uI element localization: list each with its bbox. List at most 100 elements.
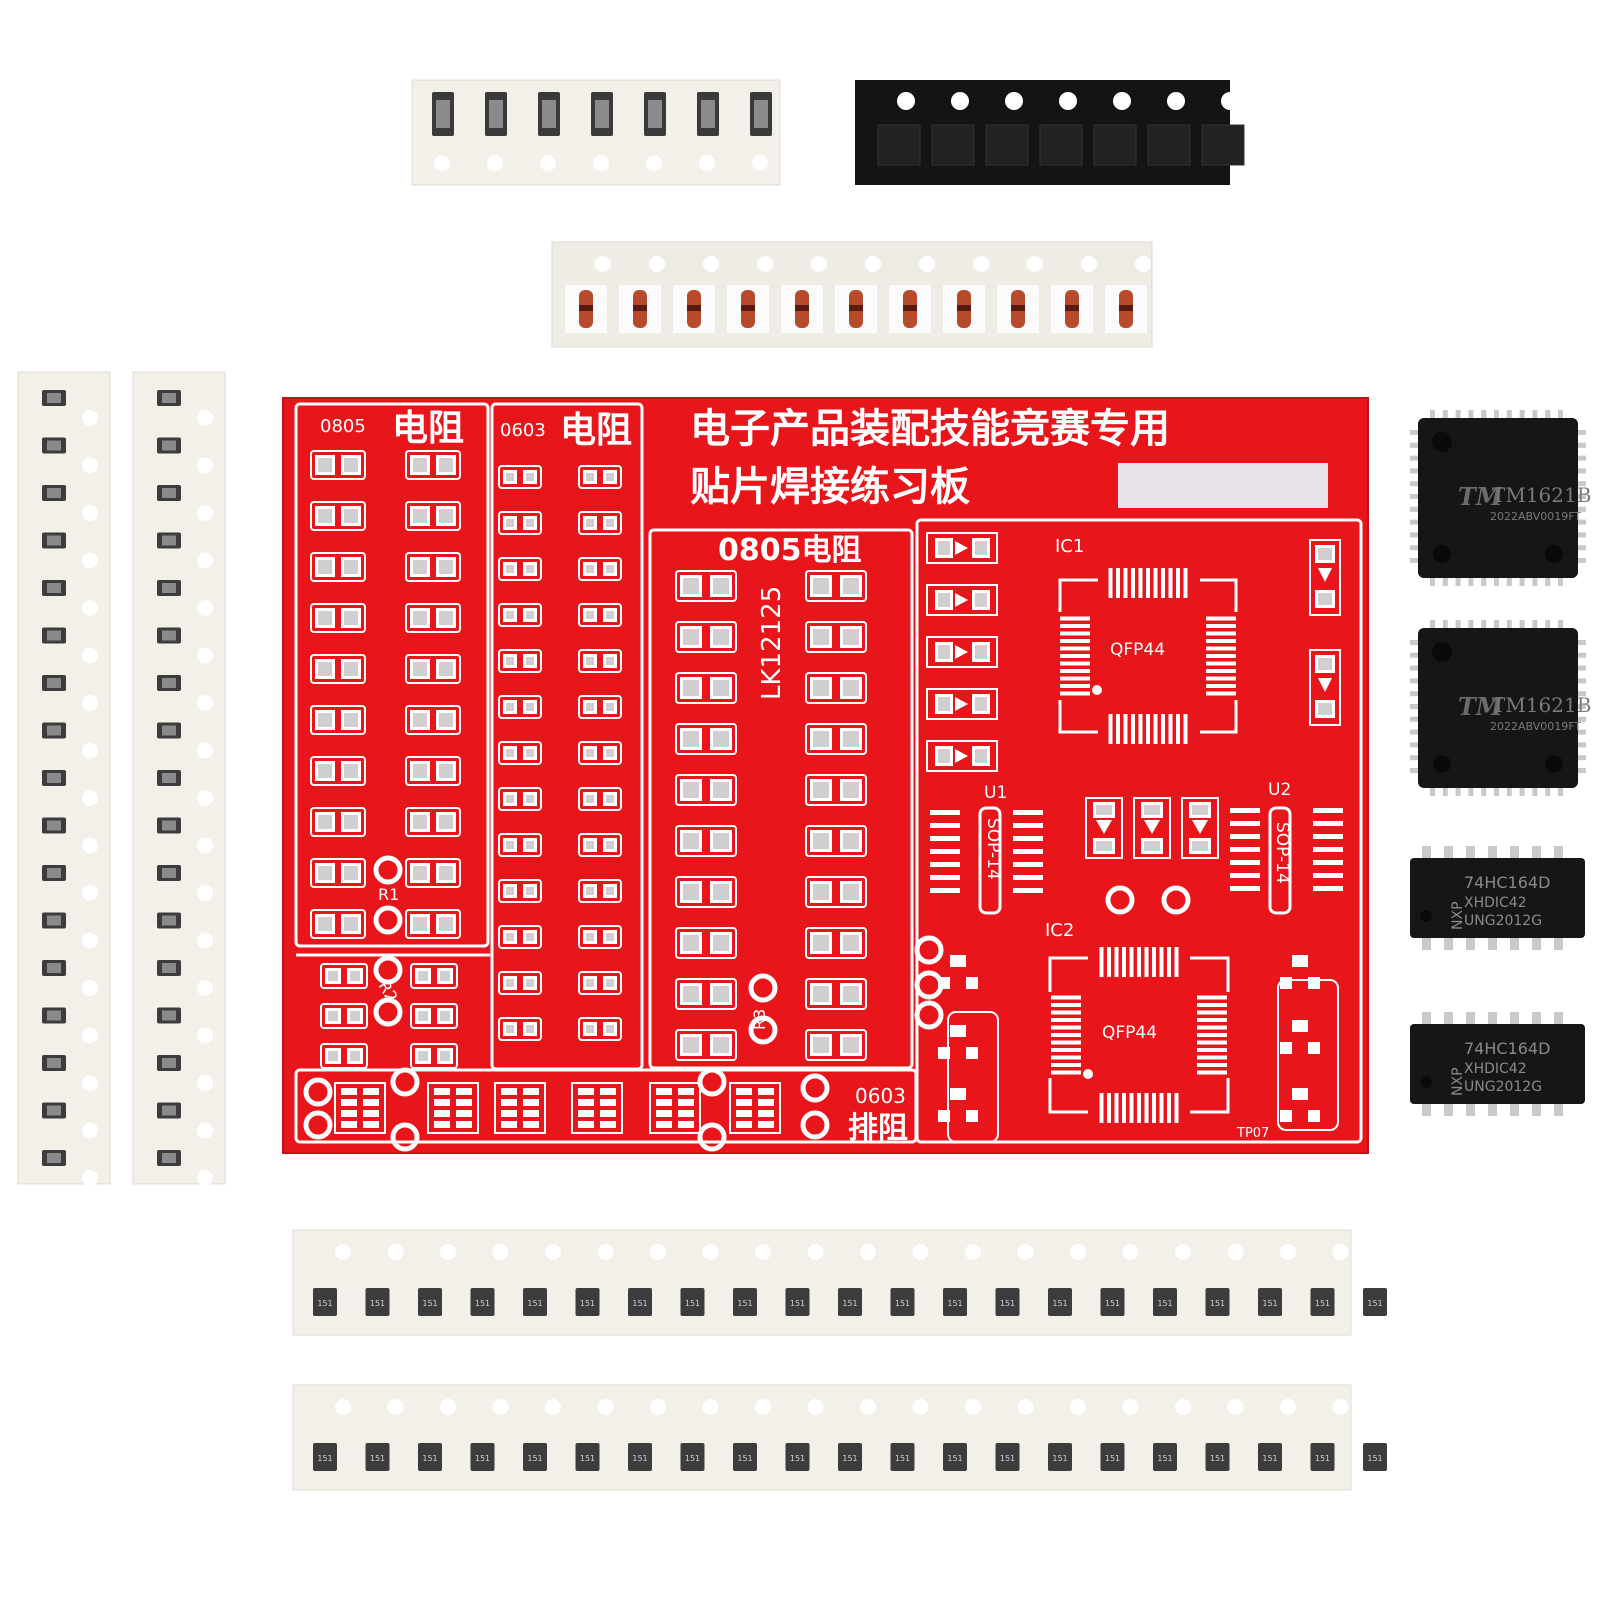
resistor-marking: 151: [1052, 1454, 1067, 1463]
chip-resistor: [418, 1443, 442, 1471]
label-qfp-top: QFP44: [1110, 640, 1165, 660]
chip-resistor: [1363, 1288, 1387, 1316]
sop1-line3: UNG2012G: [1464, 913, 1542, 929]
resistor-marking: 151: [370, 1299, 385, 1308]
chip-resistor: [365, 1288, 390, 1316]
resistor-marking: 151: [1052, 1299, 1067, 1308]
resistor-marking: 151: [790, 1299, 805, 1308]
chip-resistor: [470, 1443, 495, 1471]
chip-resistor: [838, 1288, 862, 1316]
resistor-marking: 151: [475, 1299, 490, 1308]
label-u1: U1: [984, 783, 1007, 803]
label-u2: U2: [1268, 780, 1291, 800]
resistor-marking: 151: [685, 1299, 700, 1308]
qfp1-name: TM1621B: [1492, 483, 1591, 507]
resistor-marking: 151: [632, 1299, 647, 1308]
resistor-marking: 151: [527, 1299, 542, 1308]
chip-resistor: [838, 1443, 862, 1471]
sop2-line2: XHDIC42: [1464, 1061, 1527, 1077]
resistor-marking: 151: [737, 1299, 752, 1308]
section-0805-mid-outline: [648, 528, 914, 1070]
label-0805-left: 0805: [320, 416, 366, 437]
label-0603-bottom: 0603: [855, 1084, 906, 1108]
sop2-line3: UNG2012G: [1464, 1079, 1542, 1095]
transistor-tape: [855, 80, 1245, 185]
resistor-marking: 151: [947, 1454, 962, 1463]
section-ic-outline: [915, 518, 1363, 1144]
label-ic1: IC1: [1055, 536, 1084, 557]
label-part-number: LK12125: [757, 586, 787, 700]
resistor-marking: 151: [790, 1454, 805, 1463]
chip-resistor: [995, 1443, 1020, 1471]
resistor-marking: 151: [947, 1299, 962, 1308]
top-resistor-tape: [411, 79, 781, 186]
resistor-marking: 151: [527, 1454, 542, 1463]
label-0805-left-cn: 电阻: [392, 408, 464, 449]
section-0805-left-outline: [294, 402, 490, 948]
label-array-cn: 排阻: [848, 1111, 908, 1146]
chip-resistor: [470, 1288, 495, 1316]
chip-resistor: [418, 1288, 442, 1316]
resistor-marking: 151: [1000, 1454, 1015, 1463]
resistor-marking: 151: [1262, 1454, 1277, 1463]
chip-resistor: [1258, 1443, 1282, 1471]
resistor-marking: 151: [1315, 1454, 1330, 1463]
chip-resistor: [1048, 1443, 1072, 1471]
chip-resistor: [680, 1443, 705, 1471]
chip-resistor: [995, 1288, 1020, 1316]
chip-resistor: [733, 1288, 757, 1316]
label-0603: 0603: [500, 420, 546, 441]
chip-resistor: [1310, 1288, 1335, 1316]
pcb-board: 电子产品装配技能竞赛专用 贴片焊接练习板 0805 电阻 0603 电阻 080…: [282, 397, 1369, 1154]
resistor-marking: 151: [422, 1454, 437, 1463]
left-resistor-tape-2: [132, 371, 226, 1186]
qfp-chip-1: [1410, 410, 1586, 586]
chip-resistor: [890, 1288, 915, 1316]
chip-resistor: [890, 1443, 915, 1471]
chip-resistor: [1153, 1443, 1177, 1471]
chip-resistor: [943, 1443, 967, 1471]
diode-tape: [551, 241, 1153, 348]
resistor-marking: 151: [1105, 1299, 1120, 1308]
resistor-marking: 151: [1157, 1299, 1172, 1308]
resistor-marking: 151: [422, 1299, 437, 1308]
chip-resistor: [943, 1288, 967, 1316]
chip-resistor: [313, 1443, 337, 1471]
chip-resistor: [1048, 1288, 1072, 1316]
resistor-marking: 151: [895, 1454, 910, 1463]
bottom-resistor-tape-2: 151 151 151 151 151 151 151 151 151 151 151 151 151 1…: [292, 1384, 1401, 1491]
section-array-outline: [294, 1068, 918, 1144]
chip-resistor: [575, 1288, 600, 1316]
label-ic2: IC2: [1045, 920, 1074, 941]
qfp-chip-2: [1410, 620, 1586, 796]
sop2-brand: NXP: [1450, 1067, 1466, 1096]
chip-resistor: [523, 1443, 547, 1471]
blank-label-area: [1118, 463, 1328, 508]
resistor-marking: 151: [632, 1454, 647, 1463]
chip-resistor: [1100, 1443, 1125, 1471]
resistor-marking: 151: [580, 1454, 595, 1463]
label-sop-right: SOP-14: [1272, 822, 1292, 884]
pcb-pads: [303, 450, 1343, 1152]
resistor-marking: 151: [685, 1454, 700, 1463]
sop1-line2: XHDIC42: [1464, 895, 1527, 911]
label-0603-cn: 电阻: [560, 410, 632, 451]
resistor-marking: 151: [842, 1454, 857, 1463]
resistor-marking: 151: [1315, 1299, 1330, 1308]
label-qfp-bottom: QFP44: [1102, 1023, 1157, 1043]
chip-resistor: [1258, 1288, 1282, 1316]
label-tp: TP07: [1236, 1126, 1269, 1141]
chip-resistor: [680, 1288, 705, 1316]
qfp2-code: 2022ABV0019FT: [1490, 720, 1581, 733]
resistor-marking: 151: [1105, 1454, 1120, 1463]
sop-chip-1: [1410, 846, 1585, 950]
chip-resistor: [1153, 1288, 1177, 1316]
chip-resistor: [785, 1443, 810, 1471]
resistor-marking: 151: [475, 1454, 490, 1463]
qfp1-logo: TM: [1458, 482, 1504, 511]
qfp2-name: TM1621B: [1492, 693, 1591, 717]
sop-chip-2: [1410, 1012, 1585, 1116]
board-title-line2: 贴片焊接练习板: [690, 464, 970, 510]
